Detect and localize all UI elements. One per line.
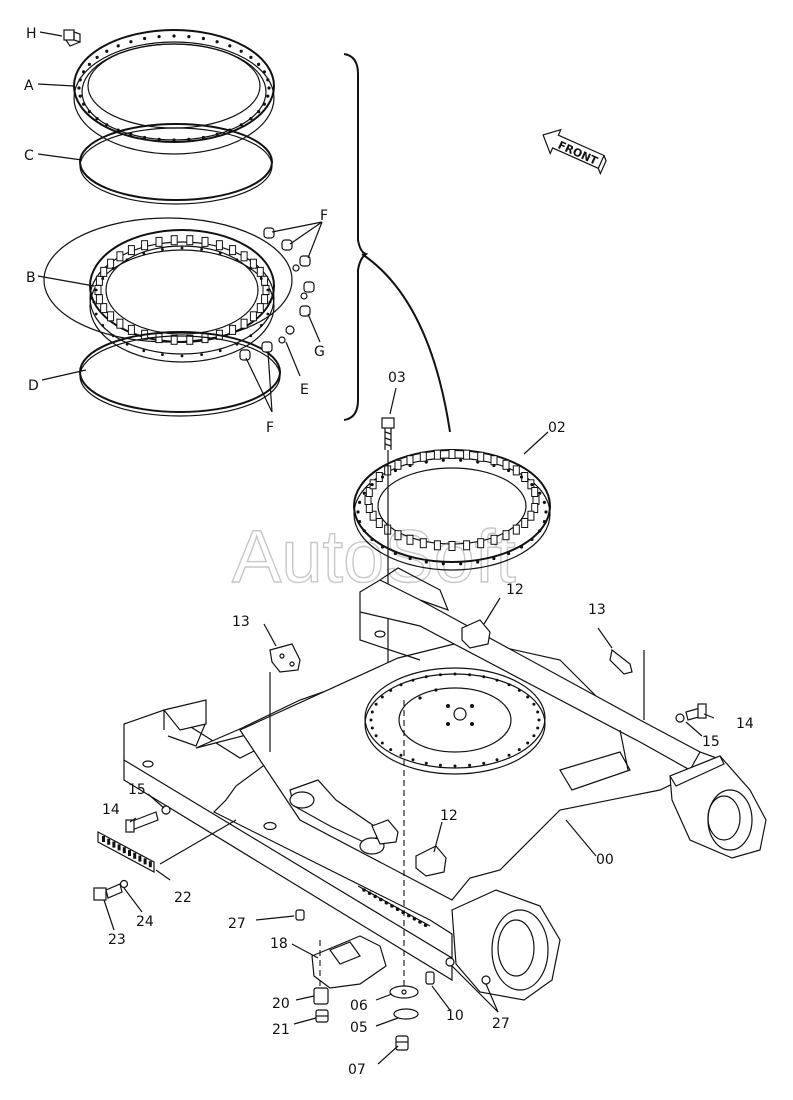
bearing-exploded-group (37, 29, 323, 417)
front-arrow: FRONT (542, 128, 607, 176)
plate-13-left (269, 643, 301, 752)
label-20: 20 (272, 996, 290, 1012)
bracket-22 (97, 819, 237, 874)
label-14-left: 14 (102, 802, 120, 818)
support-18 (311, 935, 387, 989)
bolt-21 (315, 1009, 329, 1023)
label-F-bottom: F (266, 420, 274, 436)
label-02: 02 (548, 420, 566, 436)
seal-ring-d (79, 331, 281, 417)
washer-24 (119, 879, 129, 889)
bolt-03 (381, 417, 395, 680)
label-B: B (26, 270, 36, 286)
label-07: 07 (348, 1062, 366, 1078)
seal-ring-c (79, 123, 273, 205)
group-bracket (343, 53, 369, 421)
lower-frame-00 (123, 567, 767, 1001)
label-15-left: 15 (128, 782, 146, 798)
label-10: 10 (446, 1008, 464, 1024)
label-F-top: F (320, 208, 328, 224)
plate-13-right (609, 648, 645, 720)
swing-bearing-02 (353, 449, 551, 571)
label-H: H (26, 26, 37, 42)
bolt-h (63, 29, 81, 47)
label-00: 00 (596, 852, 614, 868)
label-18: 18 (270, 936, 288, 952)
label-03: 03 (388, 370, 406, 386)
label-05: 05 (350, 1020, 368, 1036)
washer-15-right (675, 713, 685, 723)
label-G: G (314, 344, 325, 360)
label-22: 22 (174, 890, 192, 906)
label-12-bottom: 12 (440, 808, 458, 824)
bolt-14-right (685, 703, 707, 721)
label-E: E (300, 382, 309, 398)
bolt-23 (93, 883, 123, 901)
label-23: 23 (108, 932, 126, 948)
spacer-20 (313, 987, 329, 1005)
plug-10 (425, 971, 435, 985)
label-13-left: 13 (232, 614, 250, 630)
label-15-right: 15 (702, 734, 720, 750)
fittings-f (239, 227, 315, 361)
label-14-right: 14 (736, 716, 754, 732)
label-A: A (24, 78, 34, 94)
bolt-14-left (125, 811, 159, 833)
label-27-left: 27 (228, 916, 246, 932)
label-24: 24 (136, 914, 154, 930)
svg-text:FRONT: FRONT (556, 139, 600, 168)
label-C: C (24, 148, 34, 164)
label-21: 21 (272, 1022, 290, 1038)
plate-05 (393, 1008, 419, 1020)
label-13-right: 13 (588, 602, 606, 618)
label-27-right: 27 (492, 1016, 510, 1032)
label-12-top: 12 (506, 582, 524, 598)
label-D: D (28, 378, 39, 394)
plate-06 (389, 985, 419, 999)
gear-ring-b (89, 229, 275, 363)
label-06: 06 (350, 998, 368, 1014)
bolt-07 (395, 1035, 409, 1051)
